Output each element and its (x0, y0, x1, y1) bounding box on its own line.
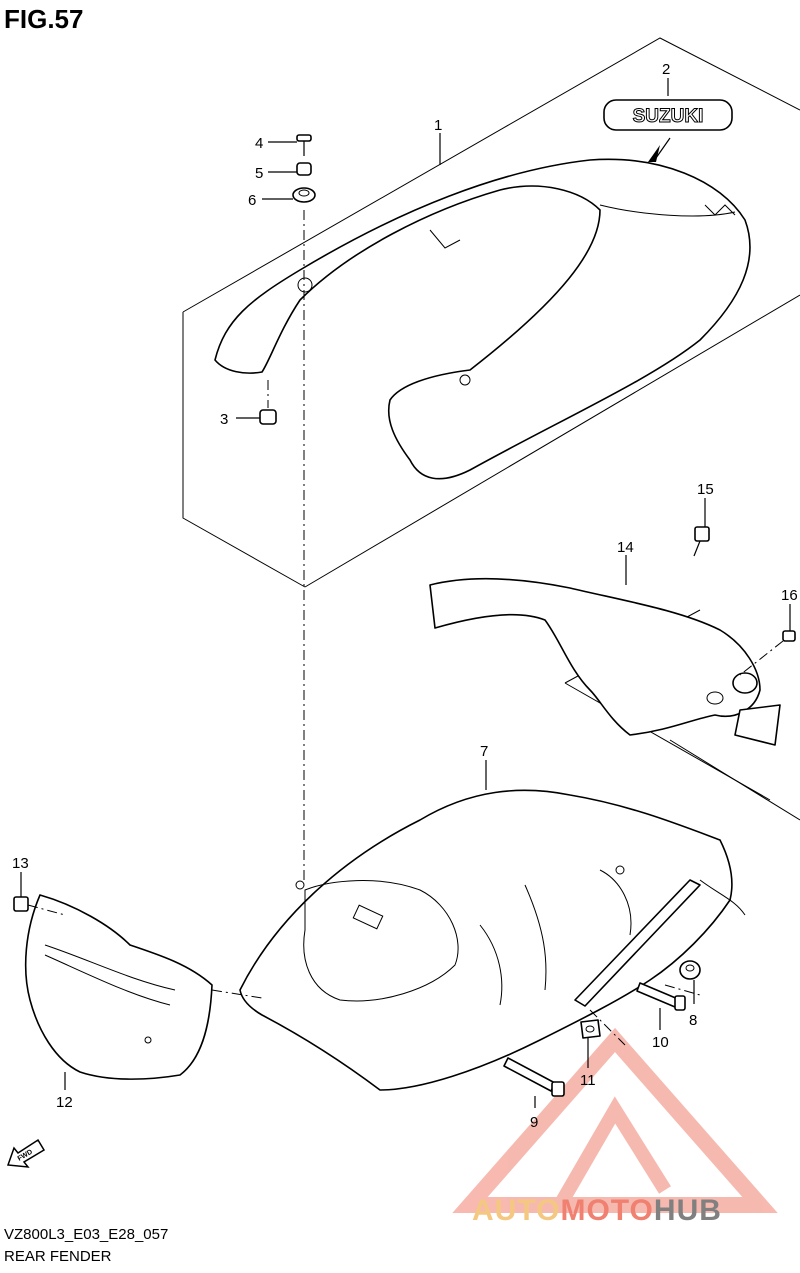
part-14-bracket (429, 578, 781, 746)
figure-code: VZ800L3_E03_E28_057 (4, 1226, 169, 1243)
callout-11: 11 (580, 1072, 596, 1089)
callout-16: 16 (781, 587, 798, 604)
watermark-text: AUTOMOTOHUB (472, 1194, 722, 1228)
part-15-bolt (693, 526, 710, 557)
callout-leaders (20, 78, 791, 1108)
part-2-suzuki-emblem: SUZUKI (603, 99, 733, 162)
part-1-tail-cowl (214, 158, 751, 480)
figure-caption: REAR FENDER (4, 1248, 112, 1265)
callout-1: 1 (434, 117, 442, 134)
part-6-grommet (292, 187, 316, 203)
figure-title: FIG.57 (4, 4, 84, 34)
callout-2: 2 (662, 61, 670, 78)
callout-4: 4 (255, 135, 263, 152)
part-11-nut (580, 1019, 601, 1039)
watermark-moto: MOTO (560, 1194, 654, 1227)
watermark-logo (452, 1027, 778, 1213)
part-3-cushion (259, 409, 277, 425)
part-5-collar (296, 162, 312, 176)
part-16-bolt (739, 630, 796, 676)
part-8-washer (679, 960, 701, 980)
callout-6: 6 (248, 192, 256, 209)
callout-5: 5 (255, 165, 263, 182)
callout-10: 10 (652, 1034, 669, 1051)
callout-3: 3 (220, 411, 228, 428)
watermark-hub: HUB (653, 1194, 722, 1227)
callout-numbers: 1 2 3 4 5 6 7 8 9 10 11 12 13 14 15 16 (12, 61, 798, 1131)
callout-14: 14 (617, 539, 634, 556)
seat-cowl-panel-frame (182, 37, 800, 588)
callout-7: 7 (480, 743, 488, 760)
part-7-rear-fender (239, 789, 746, 1091)
callout-8: 8 (689, 1012, 697, 1029)
watermark-auto: AUTO (472, 1194, 561, 1227)
callout-13: 13 (12, 855, 29, 872)
part-9-bolt (503, 1057, 565, 1097)
callout-12: 12 (56, 1094, 73, 1111)
forward-direction-arrow-icon: FWD (6, 1138, 46, 1168)
callout-9: 9 (530, 1114, 538, 1131)
part-4-screw (296, 134, 312, 156)
part-12-side-cover (24, 894, 213, 1080)
callout-15: 15 (697, 481, 714, 498)
part-10-bolt (636, 982, 686, 1011)
emblem-text: SUZUKI (633, 106, 704, 127)
